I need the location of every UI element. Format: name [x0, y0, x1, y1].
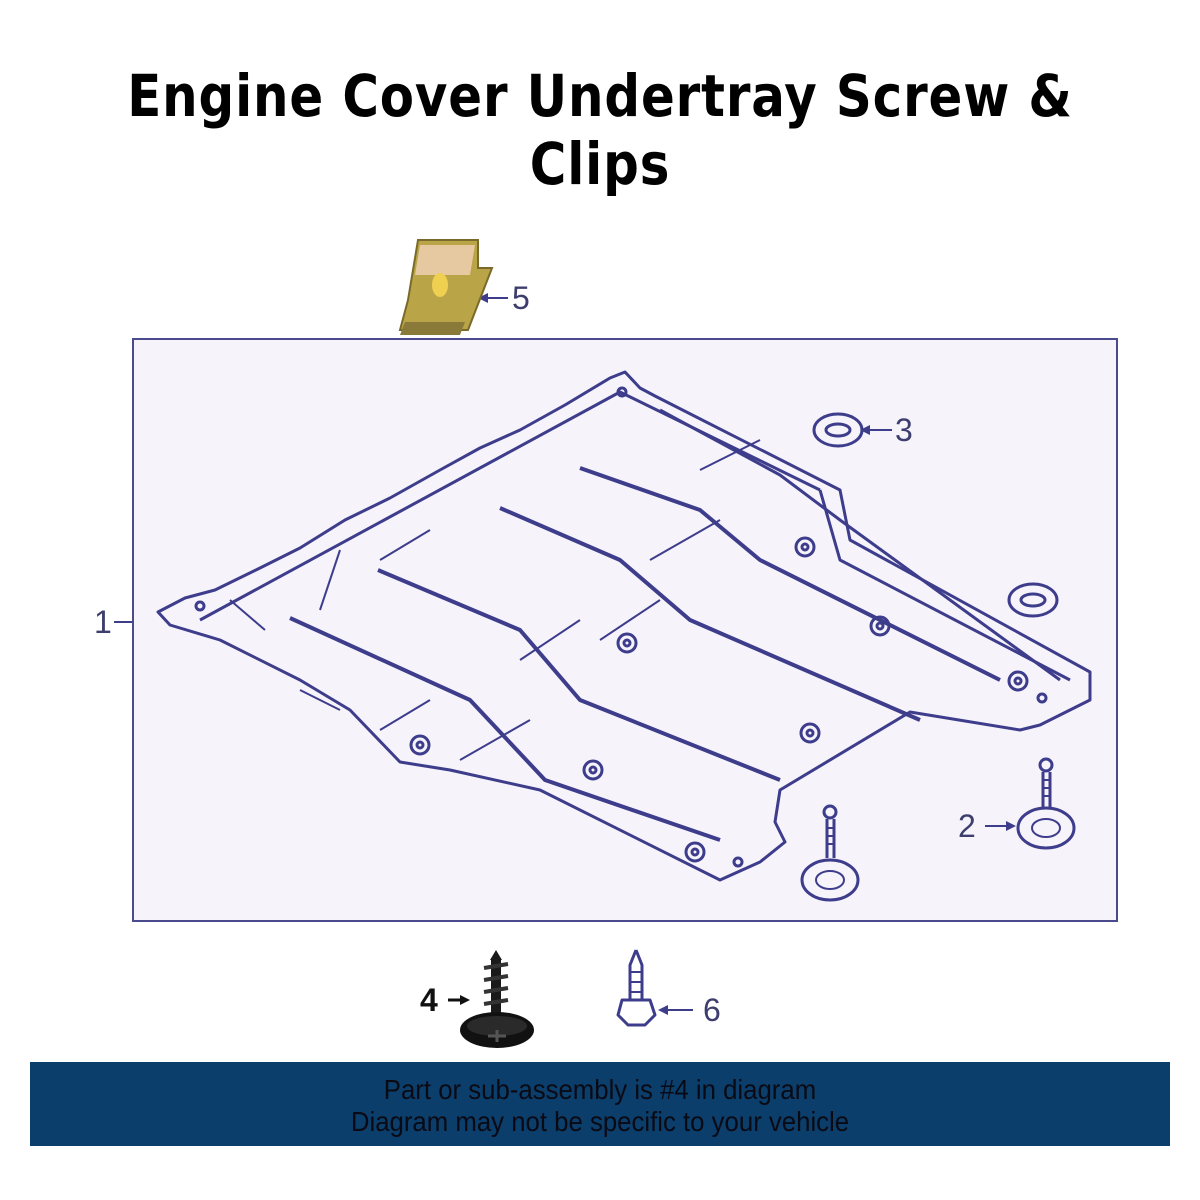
callout-3: 3: [895, 412, 913, 448]
callout-6: 6: [703, 992, 721, 1028]
callout-1: 1: [94, 604, 112, 640]
black-screw-icon: [460, 950, 534, 1048]
callout-4: 4: [420, 982, 438, 1018]
disclaimer-banner: Part or sub-assembly is #4 in diagram Di…: [30, 1062, 1170, 1146]
undertray-panel-outline: [156, 370, 1092, 882]
spring-clip-nut-icon: [398, 239, 494, 335]
grommet-icon: [812, 412, 864, 448]
diagram-frame: [132, 338, 1118, 922]
banner-line-1: Part or sub-assembly is #4 in diagram: [383, 1074, 817, 1105]
callout-5: 5: [512, 280, 530, 316]
page-title: Engine Cover Undertray Screw & Clips: [127, 62, 1073, 198]
screw-icon: [1016, 757, 1076, 850]
banner-line-2: Diagram may not be specific to your vehi…: [350, 1106, 850, 1137]
callout-2: 2: [958, 808, 976, 844]
tapping-screw-icon: [616, 949, 657, 1027]
